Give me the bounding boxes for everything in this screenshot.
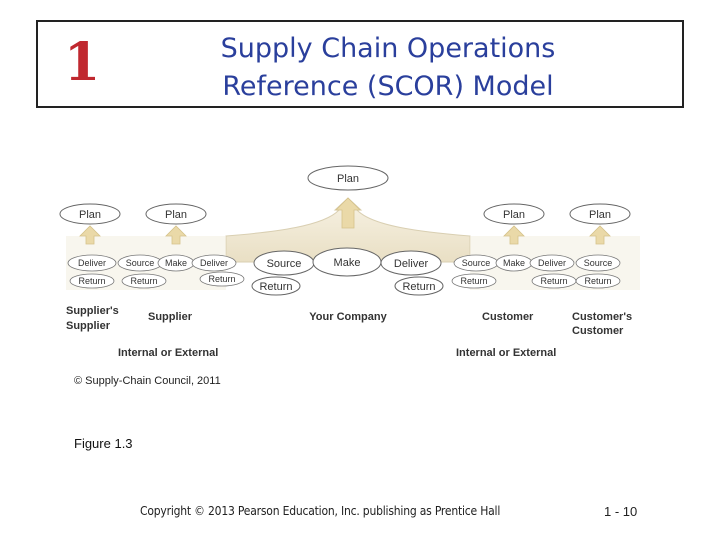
- plan-oval: [145, 203, 207, 225]
- return-label: Return: [208, 274, 235, 284]
- return-oval: [451, 273, 497, 289]
- customers-customer-label-2: Customer: [572, 325, 624, 337]
- return-label: Return: [130, 276, 157, 286]
- plan-label: Plan: [589, 209, 611, 221]
- your-company-label: Your Company: [309, 311, 387, 323]
- diagram-credit: © Supply-Chain Council, 2011: [74, 375, 221, 387]
- title-box: 1 Supply Chain Operations Reference (SCO…: [36, 20, 684, 108]
- make-label: Make: [503, 258, 525, 268]
- plan-oval: [483, 203, 545, 225]
- deliver-label: Deliver: [538, 258, 566, 268]
- source-oval: [575, 254, 621, 272]
- company-source-label: Source: [267, 258, 302, 270]
- plan-arrow-icon: [79, 225, 101, 245]
- suppliers-supplier-label: Supplier's: [66, 305, 119, 317]
- company-deliver-oval: [380, 250, 442, 276]
- customer-label: Customer: [482, 311, 534, 323]
- company-return-oval: [394, 276, 444, 296]
- plan-label: Plan: [79, 209, 101, 221]
- copyright-footer: Copyright © 2013 Pearson Education, Inc.…: [140, 504, 501, 518]
- plan-arrow-icon: [503, 225, 525, 245]
- return-oval: [121, 273, 167, 289]
- figure-label: Figure 1.3: [74, 436, 133, 451]
- source-label: Source: [584, 258, 613, 268]
- plan-oval: [569, 203, 631, 225]
- deliver-oval: [191, 254, 237, 272]
- deliver-oval: [529, 254, 575, 272]
- slide-title: Supply Chain Operations Reference (SCOR)…: [158, 30, 618, 106]
- company-return-label: Return: [259, 281, 292, 293]
- suppliers-supplier-label-2: Supplier: [66, 320, 111, 332]
- return-oval: [69, 273, 115, 289]
- deliver-oval: [67, 254, 117, 272]
- slide-title-line-2: Reference (SCOR) Model: [222, 71, 554, 102]
- return-label: Return: [460, 276, 487, 286]
- plan-label: Plan: [503, 209, 525, 221]
- company-return-label: Return: [402, 281, 435, 293]
- plan-arrow-icon: [165, 225, 187, 245]
- customers-customer-label: Customer's: [572, 311, 632, 323]
- plan-label: Plan: [165, 209, 187, 221]
- deliver-label: Deliver: [200, 258, 228, 268]
- return-label: Return: [540, 276, 567, 286]
- supplier-label: Supplier: [148, 311, 193, 323]
- return-label: Return: [78, 276, 105, 286]
- chapter-number: 1: [64, 32, 101, 93]
- source-label: Source: [462, 258, 491, 268]
- return-oval: [575, 273, 621, 289]
- internal-external-right-label: Internal or External: [456, 347, 556, 359]
- plan-arrow-icon: [589, 225, 611, 245]
- return-oval: [199, 271, 245, 287]
- page-number: 1 - 10: [604, 504, 638, 519]
- return-label: Return: [584, 276, 611, 286]
- plan-top-oval: [307, 165, 389, 191]
- make-label: Make: [165, 258, 187, 268]
- deliver-label: Deliver: [78, 258, 106, 268]
- plan-top-label: Plan: [337, 173, 359, 185]
- slide-title-line-1: Supply Chain Operations: [220, 33, 556, 64]
- company-deliver-label: Deliver: [394, 258, 429, 270]
- company-make-label: Make: [334, 257, 361, 269]
- internal-external-left-label: Internal or External: [118, 347, 218, 359]
- plan-arrow-icon: [335, 197, 361, 229]
- source-label: Source: [126, 258, 155, 268]
- company-return-oval: [251, 276, 301, 296]
- plan-oval: [59, 203, 121, 225]
